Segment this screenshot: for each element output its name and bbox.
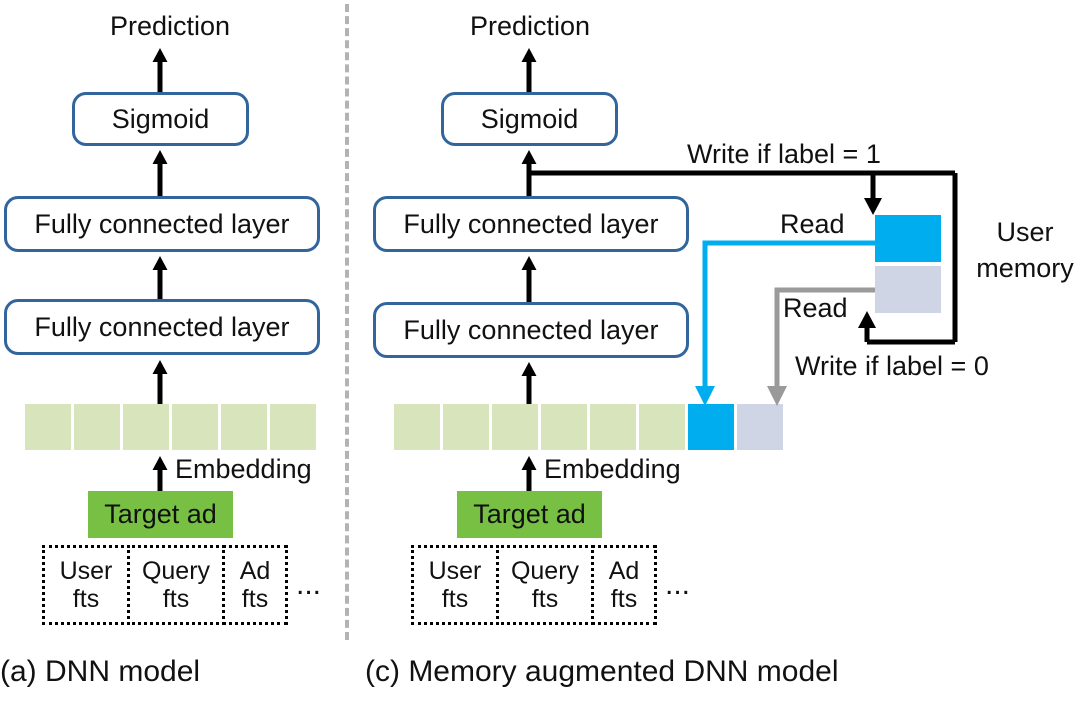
feature-box-line1: Query [510, 557, 580, 585]
embedding-cell [639, 404, 685, 450]
embedding-cell [221, 404, 267, 450]
feature-box-line2: fts [531, 585, 559, 613]
embedding-label-c: Embedding [544, 454, 681, 484]
panel-a: Prediction Sigmoid Fully connected layer… [0, 0, 345, 702]
user-memory-label-line2: memory [976, 253, 1074, 284]
panel-divider [345, 4, 349, 640]
memory-slot-positive [875, 215, 941, 262]
arrow-fc-to-sigmoid-c [521, 150, 537, 198]
embedding-label-a: Embedding [175, 454, 312, 484]
sigmoid-box-c: Sigmoid [441, 92, 618, 146]
feature-ellipsis-a: ... [296, 568, 322, 601]
user-memory-label-line1: User [996, 217, 1054, 247]
user-memory-blocks [875, 215, 941, 313]
embedding-row-c [394, 404, 786, 450]
feature-box-line1: Ad [239, 557, 271, 585]
arrow-fc2-to-fc1-c [521, 256, 537, 304]
memory-slot-negative [875, 266, 941, 313]
fully-connected-layer-lower-a: Fully connected layer [4, 299, 320, 355]
arrow-fc2-to-fc1-a [152, 256, 168, 300]
embedding-cell [172, 404, 218, 450]
arrow-embedding-to-fc-c [521, 362, 537, 408]
feature-box-line2: fts [162, 585, 190, 613]
arrow-sigmoid-to-prediction-c [521, 48, 537, 92]
feature-box-line2: fts [241, 585, 269, 613]
feature-box-line1: User [59, 557, 113, 585]
feature-box-line1: User [428, 557, 482, 585]
caption-a: (a) DNN model [0, 655, 201, 688]
read-label-negative: Read [783, 293, 848, 323]
read-path-negative-wire [767, 287, 875, 406]
embedding-row-a [25, 404, 319, 450]
embedding-cell [270, 404, 316, 450]
embedding-cell-memory-positive [688, 404, 734, 450]
embedding-cell [394, 404, 440, 450]
feature-boxes-c: User fts Query fts Ad fts ... [411, 545, 690, 625]
embedding-cell [443, 404, 489, 450]
write-label-0-text: Write if label = 0 [795, 351, 989, 381]
arrow-sigmoid-to-prediction-a [152, 48, 168, 92]
embedding-cell-memory-negative [737, 404, 783, 450]
feature-box-line1: Ad [608, 557, 640, 585]
feature-box-line2: fts [72, 585, 100, 613]
arrow-embedding-to-fc-a [152, 360, 168, 408]
target-ad-box-a: Target ad [88, 491, 233, 538]
feature-ellipsis-c: ... [665, 568, 691, 601]
feature-box-query: Query fts [127, 545, 225, 625]
feature-box-query: Query fts [496, 545, 594, 625]
embedding-cell [123, 404, 169, 450]
embedding-cell [492, 404, 538, 450]
read-label-positive: Read [780, 209, 845, 239]
target-ad-box-c: Target ad [457, 491, 602, 538]
prediction-label-a: Prediction [109, 11, 231, 41]
feature-box-user: User fts [42, 545, 130, 625]
write-label-1-text: Write if label = 1 [687, 139, 881, 169]
feature-box-line2: fts [441, 585, 469, 613]
fully-connected-layer-lower-c: Fully connected layer [373, 302, 689, 358]
read-path-positive-wire [695, 240, 875, 406]
feature-box-ad: Ad fts [591, 545, 657, 625]
caption-c: (c) Memory augmented DNN model [365, 655, 839, 688]
embedding-cell [590, 404, 636, 450]
embedding-cell [541, 404, 587, 450]
embedding-cell [74, 404, 120, 450]
panel-c: Prediction Sigmoid Fully connected layer… [365, 0, 1080, 702]
fully-connected-layer-upper-c: Fully connected layer [373, 196, 689, 252]
feature-box-line1: Query [141, 557, 211, 585]
write-path-wires [529, 170, 958, 345]
feature-box-ad: Ad fts [222, 545, 288, 625]
feature-boxes-a: User fts Query fts Ad fts ... [42, 545, 321, 625]
fully-connected-layer-upper-a: Fully connected layer [4, 196, 320, 252]
feature-box-line2: fts [610, 585, 638, 613]
sigmoid-box-a: Sigmoid [72, 92, 249, 146]
user-memory-label: User memory [965, 218, 1080, 283]
prediction-label-c: Prediction [469, 11, 591, 41]
feature-box-user: User fts [411, 545, 499, 625]
embedding-cell [25, 404, 71, 450]
arrow-fc-to-sigmoid-a [152, 150, 168, 198]
